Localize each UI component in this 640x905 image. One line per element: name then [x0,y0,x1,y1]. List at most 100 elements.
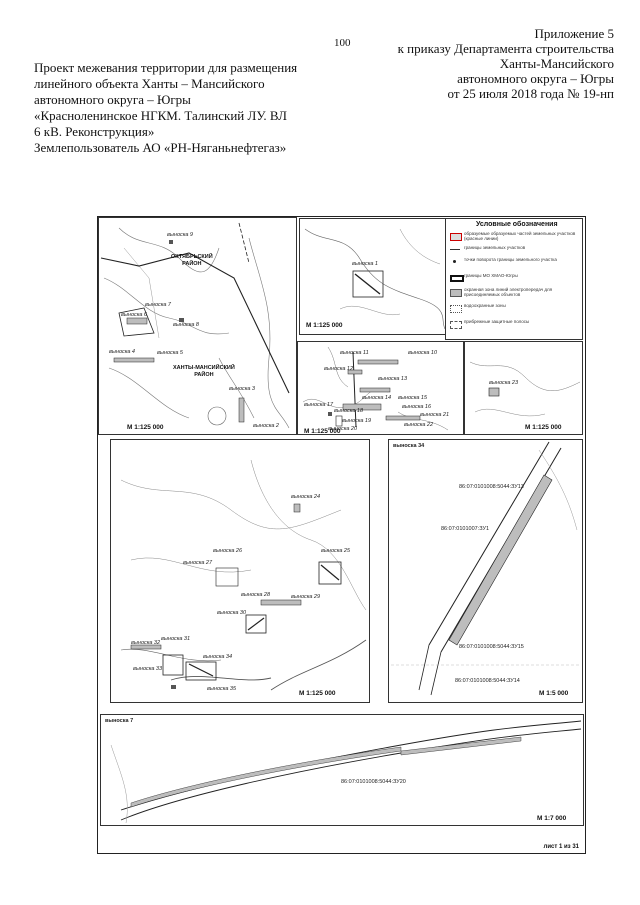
lower-left-drawing [120,459,367,691]
parcel-label: 86:07:0101008:5044:ЗУ20 [341,779,406,785]
callout-label: выноска 16 [402,404,432,410]
page-number: 100 [334,37,351,49]
scale-label: М 1:125 000 [525,424,562,431]
appendix-line: автономного округа – Югры [457,71,614,86]
callout-title: выноска 34 [393,443,425,449]
callout-label: выноска 2 [253,423,279,429]
callout-label: выноска 21 [420,412,450,418]
callout-label: выноска 31 [161,636,191,642]
legend-symbol [450,275,464,282]
project-line: «Красноленинское НГКМ. Талинский ЛУ. ВЛ [34,108,287,123]
callout-label: выноска 1 [352,261,378,267]
legend-item: точки поворота границы земельного участк… [450,257,578,269]
parcel-label: 86:07:0101007:ЗУ1 [441,526,490,532]
callout-label: выноска 9 [167,232,193,238]
callout-label: выноска 12 [324,366,354,372]
callout-label: выноска 8 [173,322,199,328]
callout-label: выноска 4 [109,349,135,355]
callout-label: выноска 34 [203,654,233,660]
appendix-line: Ханты-Мансийского [499,56,614,71]
callout-label: выноска 26 [213,548,243,554]
callout-label: выноска 30 [217,610,247,616]
legend-text: прибрежные защитные полосы [464,319,530,324]
appendix-header: Приложение 5 к приказу Департамента стро… [314,26,614,101]
overview-map-drawing [100,222,290,429]
callout-label: выноска 25 [321,548,351,554]
legend-text: образуемые образуемых частей земельных у… [464,231,576,241]
legend-item: границы земельных участков [450,245,578,257]
lower-left-map-panel: выноска 24 выноска 26 выноска 27 выноска… [110,439,370,703]
legend-symbol [453,260,456,263]
legend-text: охранная зона линий электропередач для п… [464,287,553,297]
legend-title: Условные обозначения [476,221,558,228]
legend-item: прибрежные защитные полосы [450,319,578,331]
callout34-drawing [391,441,579,696]
project-title: Проект межевания территории для размещен… [34,60,364,156]
district-label-oktyabrsky: ОКТЯБРЬСКИЙ РАЙОН [171,254,213,267]
parcel-label: 86:07:0101008:5044:ЗУ13 [459,484,524,490]
callout-label: выноска 10 [408,350,438,356]
sheet-number: лист 1 из 31 [543,844,579,850]
callout7-panel: выноска 7 86:07:0101008:5044:ЗУ20 М 1:7 … [100,714,584,826]
appendix-line: от 25 июля 2018 года № 19-нп [447,86,615,101]
callout-label: выноска 7 [145,302,171,308]
overview-map-panel: ОКТЯБРЬСКИЙ РАЙОН ХАНТЫ-МАНСИЙСКИЙ РАЙОН… [98,217,297,435]
project-line: Проект межевания территории для размещен… [34,60,298,75]
callout-label: выноска 35 [207,686,237,692]
legend-symbol [450,289,462,297]
callout-label: выноска 23 [489,380,519,386]
callout-label: выноска 20 [328,426,358,432]
legend-item: границы МО ХМАО-Югры [450,273,578,285]
callout34-panel: выноска 34 86:07:0101008:5044:ЗУ13 86:07… [388,439,583,703]
legend-symbol [450,305,462,313]
legend-item: образуемые образуемых частей земельных у… [450,231,578,243]
appendix-line: к приказу Департамента строительства [397,41,614,56]
callout-label: выноска 29 [291,594,321,600]
scale-label: М 1:125 000 [299,690,336,697]
callout-label: выноска 22 [404,422,434,428]
callout-label: выноска 15 [398,395,428,401]
project-line: Землепользователь АО «РН-Няганьнефтегаз» [34,140,287,155]
insert1-panel: выноска 1 М 1:125 000 [299,218,446,335]
callout-label: выноска 14 [362,395,392,401]
legend-symbol [450,249,460,250]
appendix-line: Приложение 5 [534,26,614,41]
middle-map-panel: выноска 11 выноска 10 выноска 12 выноска… [297,341,464,435]
middle-map-drawing [302,346,449,431]
callout-label: выноска 5 [157,350,183,356]
map-sheet: ОКТЯБРЬСКИЙ РАЙОН ХАНТЫ-МАНСИЙСКИЙ РАЙОН… [97,216,586,854]
callout7-drawing [110,720,582,824]
insert23-panel: выноска 23 М 1:125 000 [464,341,583,435]
project-line: автономного округа – Югры [34,92,191,107]
scale-label: М 1:5 000 [539,690,569,697]
callout-label: выноска 32 [131,640,161,646]
legend-text: точки поворота границы земельного участк… [464,257,557,262]
callout-label: выноска 13 [378,376,408,382]
callout-label: выноска 19 [342,418,372,424]
legend-symbol [450,233,462,241]
project-line: 6 кВ. Реконструкция» [34,124,155,139]
callout-label: выноска 33 [133,666,163,672]
legend-text: границы земельных участков [464,245,526,250]
scale-label: М 1:125 000 [306,322,343,329]
callout-label: выноска 6 [121,312,147,318]
legend-panel: Условные обозначения образуемые образуем… [445,218,583,340]
insert23-drawing [469,361,581,417]
legend-item: водоохранные зоны [450,303,578,315]
legend-text: водоохранные зоны [464,303,506,308]
callout-label: выноска 11 [340,350,369,356]
legend-item: охранная зона линий электропередач для п… [450,287,578,299]
scale-label: М 1:125 000 [304,428,341,435]
callout-label: выноска 18 [334,408,364,414]
callout-label: выноска 17 [304,402,334,408]
district-label-khanty: ХАНТЫ-МАНСИЙСКИЙ РАЙОН [173,365,235,378]
callout-label: выноска 28 [241,592,271,598]
legend-symbol [450,321,462,329]
parcel-label: 86:07:0101008:5044:ЗУ15 [459,644,524,650]
parcel-label: 86:07:0101008:5044:ЗУ14 [455,678,520,684]
callout-label: выноска 24 [291,494,321,500]
callout-title: выноска 7 [105,718,134,724]
callout-label: выноска 27 [183,560,213,566]
scale-label: М 1:7 000 [537,815,567,822]
scale-label: М 1:125 000 [127,424,164,431]
